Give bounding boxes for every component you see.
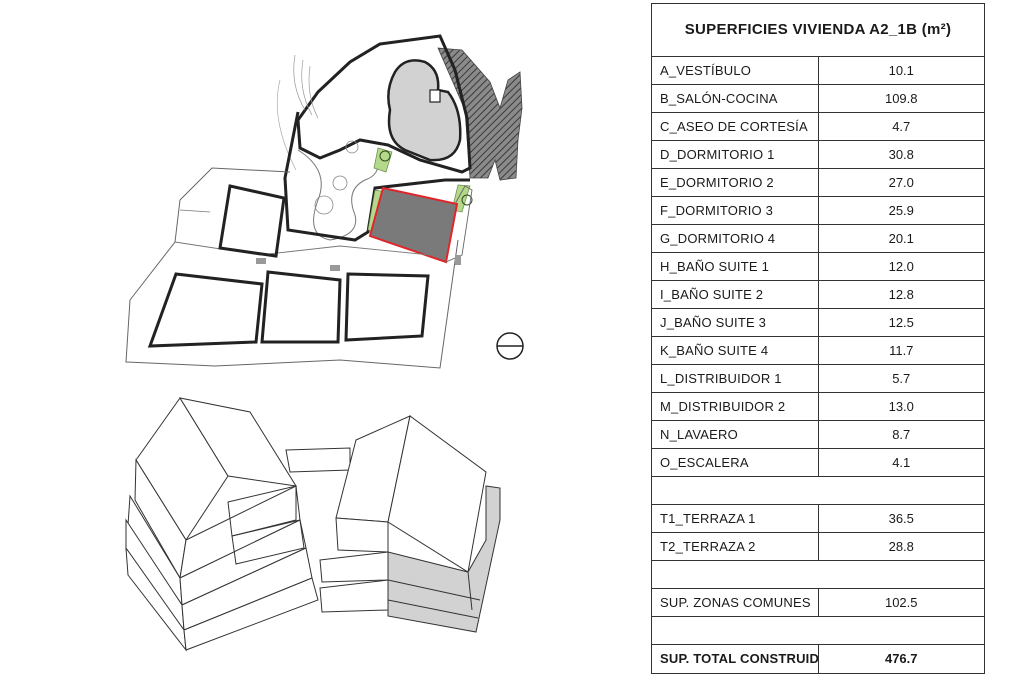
row-label: L_DISTRIBUIDOR 1	[651, 364, 819, 393]
total-value: 476.7	[817, 644, 985, 674]
total-row: SUP. TOTAL CONSTRUIDA 476.7	[651, 644, 985, 674]
row-label: T2_TERRAZA 2	[651, 532, 819, 561]
row-value: 4.7	[817, 112, 985, 141]
row-label: E_DORMITORIO 2	[651, 168, 819, 197]
block-lower-2	[260, 270, 342, 344]
row-label: D_DORMITORIO 1	[651, 140, 819, 169]
table-spacer	[651, 616, 985, 645]
row-label: H_BAÑO SUITE 1	[651, 252, 819, 281]
row-value: 25.9	[817, 196, 985, 225]
pool-equipment	[429, 89, 441, 103]
lawn-top	[373, 147, 393, 173]
row-value: 5.7	[817, 364, 985, 393]
row-value: 27.0	[817, 168, 985, 197]
row-value: 11.7	[817, 336, 985, 365]
row-label: T1_TERRAZA 1	[651, 504, 819, 533]
row-value: 109.8	[817, 84, 985, 113]
curved-steps	[293, 54, 319, 119]
site-plan	[125, 34, 524, 369]
orientation-circle-icon	[496, 332, 524, 360]
common-areas-row: SUP. ZONAS COMUNES 102.5	[651, 588, 985, 617]
row-value: 10.1	[817, 56, 985, 85]
row-value: 4.1	[817, 448, 985, 477]
row-label: M_DISTRIBUIDOR 2	[651, 392, 819, 421]
highlighted-dwelling-a2-1b	[368, 186, 459, 264]
row-label: G_DORMITORIO 4	[651, 224, 819, 253]
row-value: 102.5	[817, 588, 985, 617]
row-value: 36.5	[817, 504, 985, 533]
pool-area	[387, 59, 462, 162]
row-value: 12.8	[817, 280, 985, 309]
row-label: O_ESCALERA	[651, 448, 819, 477]
plot-outline	[283, 111, 470, 242]
row-label: C_ASEO DE CORTESÍA	[651, 112, 819, 141]
row-label: K_BAÑO SUITE 4	[651, 336, 819, 365]
table-spacer	[651, 560, 985, 589]
block-lower-1	[147, 272, 264, 348]
row-value: 12.5	[817, 308, 985, 337]
axo-highlighted-unit	[387, 485, 501, 633]
lower-terraces	[125, 167, 459, 369]
row-value: 8.7	[817, 420, 985, 449]
row-value: 28.8	[817, 532, 985, 561]
axonometric-view	[125, 397, 501, 652]
row-label: A_VESTÍBULO	[651, 56, 819, 85]
block-lower-3	[344, 272, 430, 342]
row-value: 30.8	[817, 140, 985, 169]
table-title: SUPERFICIES VIVIENDA A2_1B (m²)	[651, 3, 985, 57]
areas-table-container: SUPERFICIES VIVIENDA A2_1B (m²) A_VESTÍB…	[651, 3, 985, 674]
row-label: F_DORMITORIO 3	[651, 196, 819, 225]
row-label: SUP. ZONAS COMUNES	[651, 588, 819, 617]
architectural-drawing	[125, 34, 524, 652]
row-label: B_SALÓN-COCINA	[651, 84, 819, 113]
total-label: SUP. TOTAL CONSTRUIDA	[651, 644, 819, 674]
block-upper-left	[218, 184, 286, 258]
row-label: J_BAÑO SUITE 3	[651, 308, 819, 337]
row-label: I_BAÑO SUITE 2	[651, 280, 819, 309]
garden-path	[297, 149, 379, 241]
row-value: 13.0	[817, 392, 985, 421]
table-spacer	[651, 476, 985, 505]
row-value: 20.1	[817, 224, 985, 253]
areas-table: SUPERFICIES VIVIENDA A2_1B (m²) A_VESTÍB…	[651, 3, 985, 674]
row-label: N_LAVAERO	[651, 420, 819, 449]
row-value: 12.0	[817, 252, 985, 281]
